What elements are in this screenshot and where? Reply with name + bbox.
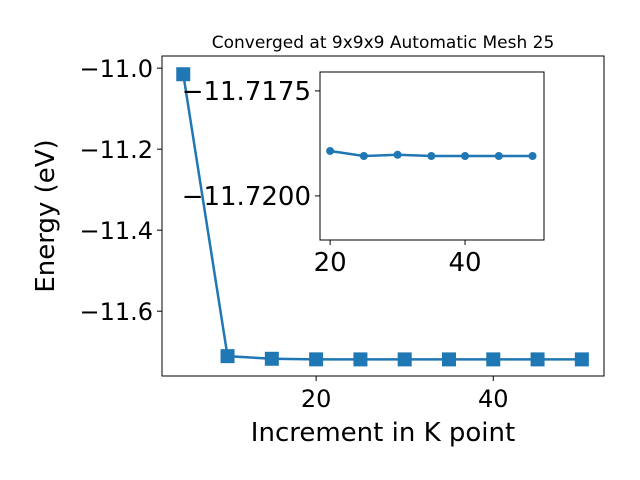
inset-x-tick-label: 20 <box>314 248 347 278</box>
main-y-tick-label: −11.2 <box>79 136 153 164</box>
chart-title: Converged at 9x9x9 Automatic Mesh 25 <box>212 33 555 53</box>
main-data-point <box>486 352 501 367</box>
inset-data-point <box>326 146 335 155</box>
main-data-point <box>397 352 412 367</box>
main-data-point <box>309 352 324 367</box>
inset-data-point <box>461 152 470 160</box>
main-y-tick-label: −11.6 <box>79 298 153 326</box>
main-y-tick-label: −11.4 <box>79 217 153 245</box>
x-axis-label: Increment in K point <box>251 418 515 448</box>
inset-y-tick-label: −11.7200 <box>182 182 311 212</box>
y-axis-label: Energy (eV) <box>31 139 61 292</box>
inset-y-tick-label: −11.7175 <box>182 77 311 107</box>
inset-x-tick-label: 40 <box>449 248 482 278</box>
main-axes-frame <box>161 55 605 377</box>
main-x-tick-label: 20 <box>301 385 332 413</box>
inset-data-point <box>528 152 537 160</box>
main-data-point <box>574 352 589 367</box>
inset-data-point <box>427 152 436 160</box>
main-data-point <box>264 351 279 366</box>
inset-data-point <box>494 152 503 160</box>
main-data-point <box>441 352 456 367</box>
main-series-line <box>182 74 582 361</box>
inset-axes-frame <box>319 71 545 241</box>
main-x-tick-label: 40 <box>478 385 509 413</box>
inset-data-point <box>393 150 402 159</box>
main-data-point <box>220 349 235 364</box>
main-data-point <box>176 67 191 82</box>
inset-data-point <box>359 152 368 160</box>
main-y-tick-label: −11.0 <box>79 55 153 83</box>
main-data-point <box>530 352 545 367</box>
main-data-point <box>353 352 368 367</box>
